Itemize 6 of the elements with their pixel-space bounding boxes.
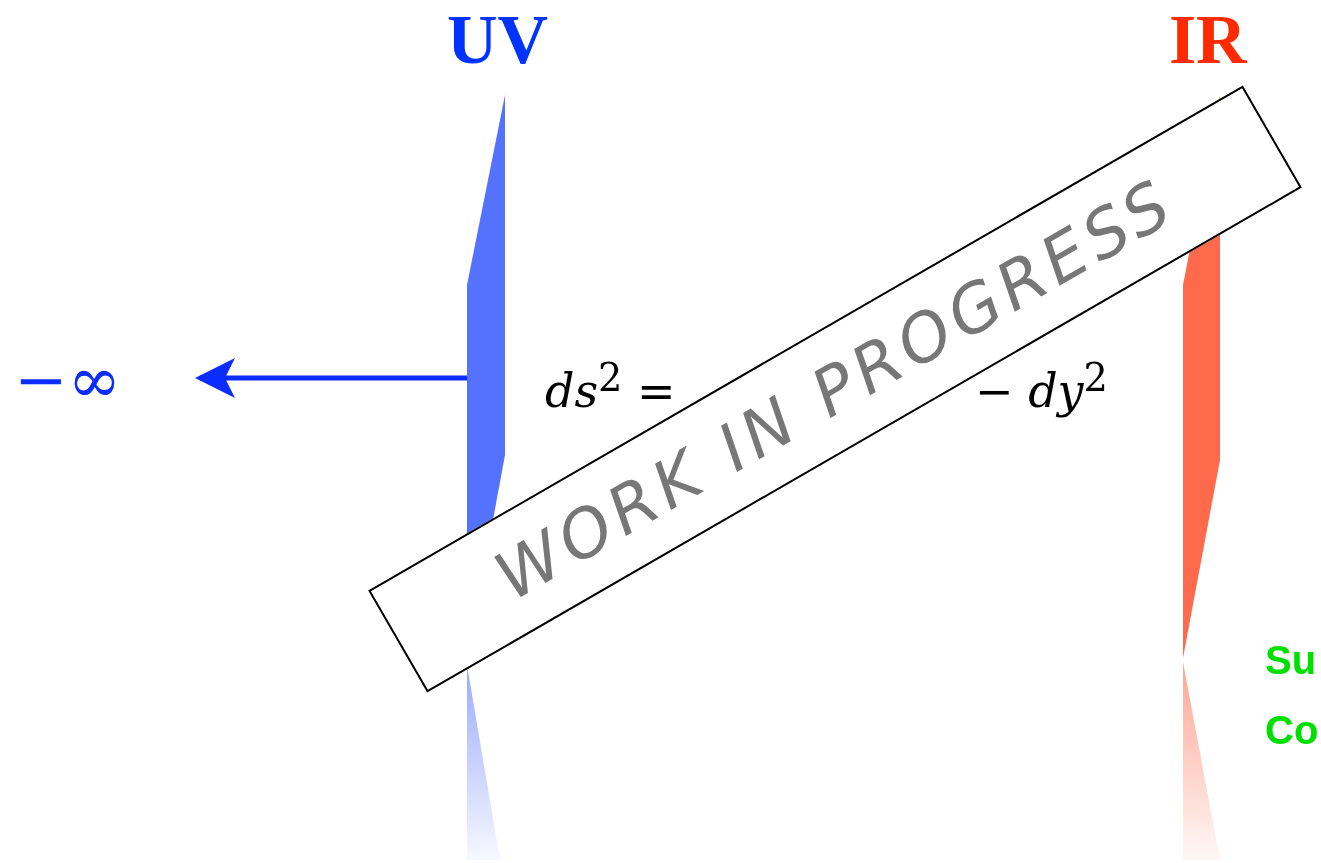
brane-label: UV bbox=[447, 5, 549, 75]
infinity-label: −∞ bbox=[14, 342, 200, 418]
brane-label: IR bbox=[1168, 5, 1247, 75]
cut-off-text: Co bbox=[1265, 707, 1319, 754]
formula-text: ds$^{2}$ = bbox=[545, 354, 676, 420]
arrow bbox=[195, 358, 467, 398]
